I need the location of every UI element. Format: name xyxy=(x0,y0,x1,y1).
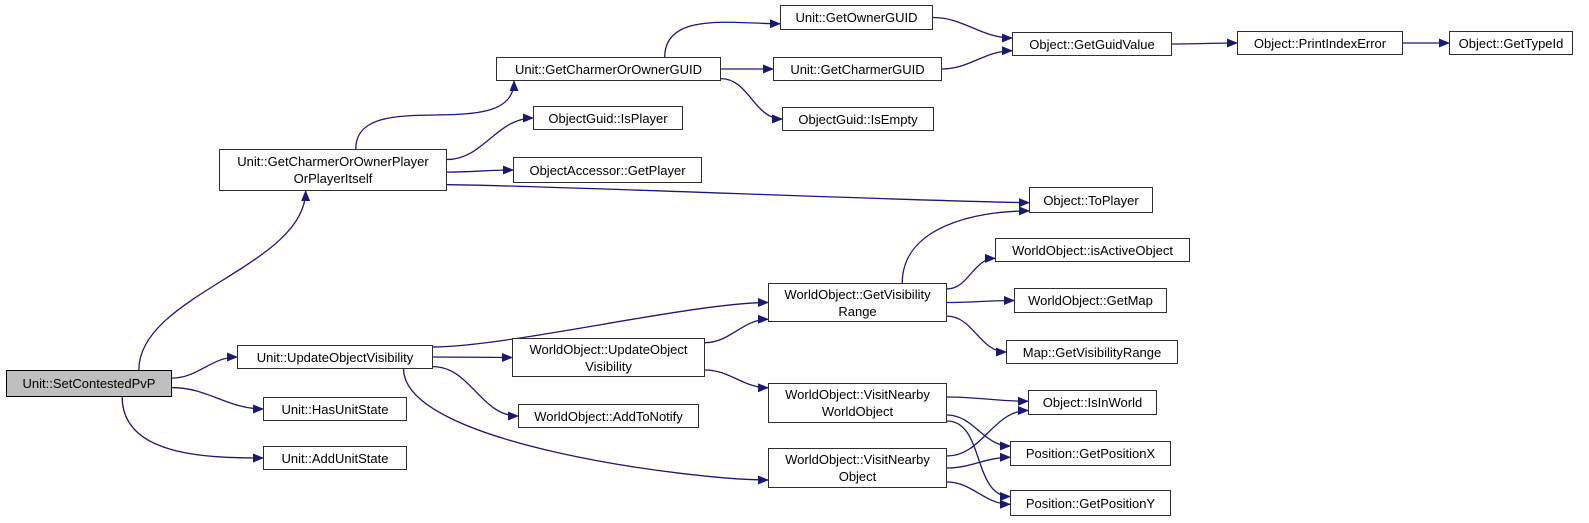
edge-get-visibility-range-to-to-player xyxy=(901,206,1030,284)
node-add-unit-state[interactable]: Unit::AddUnitState xyxy=(263,446,407,470)
node-label: Unit::UpdateObjectVisibility xyxy=(256,349,414,365)
node-label: Unit::HasUnitState xyxy=(281,401,389,417)
edge-wo-update-object-visibility-to-visit-nearby-world-object xyxy=(704,369,769,393)
node-label: Unit::GetCharmerOrOwnerGUID xyxy=(514,61,703,77)
edge-get-charmer-or-owner-guid-to-objectguid-is-empty xyxy=(720,77,783,124)
node-label: Object::GetGuidValue xyxy=(1029,36,1155,52)
node-label: WorldObject::UpdateObject xyxy=(529,341,688,357)
node-label: ObjectGuid::IsPlayer xyxy=(548,110,668,126)
node-map-get-visibility-range[interactable]: Map::GetVisibilityRange xyxy=(1006,340,1178,364)
node-add-to-notify[interactable]: WorldObject::AddToNotify xyxy=(518,404,699,428)
node-get-charmer-guid[interactable]: Unit::GetCharmerGUID xyxy=(773,57,942,81)
node-label: Map::GetVisibilityRange xyxy=(1022,344,1162,360)
edge-unit-update-object-visibility-to-get-visibility-range xyxy=(432,298,769,348)
node-label: WorldObject::AddToNotify xyxy=(534,408,683,424)
node-label: WorldObject xyxy=(821,404,894,419)
edge-get-charmer-or-owner-player-to-to-player xyxy=(446,184,1030,208)
node-label: Object::ToPlayer xyxy=(1043,192,1139,208)
node-get-guid-value[interactable]: Object::GetGuidValue xyxy=(1012,32,1172,56)
node-label: WorldObject::VisitNearby xyxy=(785,387,930,402)
node-is-in-world[interactable]: Object::IsInWorld xyxy=(1028,390,1157,415)
node-label: WorldObject::GetVisibility xyxy=(784,286,931,302)
edge-get-charmer-or-owner-player-to-object-accessor-get-player xyxy=(446,165,514,175)
node-label: Visibility xyxy=(585,358,632,374)
node-get-position-y[interactable]: Position::GetPositionY xyxy=(1010,490,1171,516)
edge-get-owner-guid-to-get-guid-value xyxy=(932,16,1013,43)
node-label: Unit::AddUnitState xyxy=(281,450,389,466)
node-wo-get-map[interactable]: WorldObject::GetMap xyxy=(1014,288,1167,313)
node-is-active-object[interactable]: WorldObject::isActiveObject xyxy=(995,238,1190,262)
node-label: WorldObject::isActiveObject xyxy=(1012,242,1173,258)
node-get-owner-guid[interactable]: Unit::GetOwnerGUID xyxy=(780,5,933,30)
edge-visit-nearby-object-to-is-in-world xyxy=(946,406,1029,457)
node-label: Object::GetTypeId xyxy=(1458,35,1564,51)
edge-get-visibility-range-to-map-get-visibility-range xyxy=(946,315,1007,357)
node-get-charmer-or-owner-guid[interactable]: Unit::GetCharmerOrOwnerGUID xyxy=(496,57,721,81)
node-label: Unit::GetCharmerOrOwnerPlayer xyxy=(237,154,429,169)
node-has-unit-state[interactable]: Unit::HasUnitState xyxy=(263,397,407,421)
node-objectguid-is-empty[interactable]: ObjectGuid::IsEmpty xyxy=(782,107,934,131)
node-unit-update-object-visibility[interactable]: Unit::UpdateObjectVisibility xyxy=(237,345,433,369)
edge-get-visibility-range-to-wo-get-map xyxy=(946,296,1015,306)
edge-set-contested-pvp-to-unit-update-object-visibility xyxy=(171,352,238,379)
edge-visit-nearby-world-object-to-is-in-world xyxy=(946,396,1029,406)
node-label: ObjectGuid::IsEmpty xyxy=(798,111,918,127)
node-label: ObjectAccessor::GetPlayer xyxy=(529,162,686,178)
node-label: Object xyxy=(838,469,877,484)
node-label: Object::IsInWorld xyxy=(1042,395,1143,410)
edge-set-contested-pvp-to-get-charmer-or-owner-player xyxy=(138,190,311,371)
edge-visit-nearby-object-to-get-position-y xyxy=(946,481,1011,509)
node-label: OrPlayerItself xyxy=(293,171,373,186)
node-print-index-error[interactable]: Object::PrintIndexError xyxy=(1237,31,1403,55)
edge-get-charmer-or-owner-guid-to-get-owner-guid xyxy=(664,19,781,58)
edge-get-guid-value-to-print-index-error xyxy=(1171,38,1238,48)
edge-get-charmer-guid-to-get-guid-value xyxy=(941,46,1013,70)
node-label: Position::GetPositionX xyxy=(1025,446,1156,461)
edge-unit-update-object-visibility-to-visit-nearby-object xyxy=(402,368,769,485)
node-label: Unit::SetContestedPvP xyxy=(22,376,156,391)
edge-set-contested-pvp-to-has-unit-state xyxy=(171,386,264,414)
node-label: Range xyxy=(838,303,877,319)
node-object-accessor-get-player[interactable]: ObjectAccessor::GetPlayer xyxy=(513,157,702,183)
edge-unit-update-object-visibility-to-wo-update-object-visibility xyxy=(432,352,513,362)
node-label: WorldObject::VisitNearby xyxy=(785,452,930,467)
node-to-player[interactable]: Object::ToPlayer xyxy=(1029,187,1153,213)
node-get-position-x[interactable]: Position::GetPositionX xyxy=(1010,441,1171,466)
node-label: Object::PrintIndexError xyxy=(1253,35,1387,51)
edge-get-visibility-range-to-is-active-object xyxy=(946,253,996,290)
edge-get-charmer-or-owner-player-to-get-charmer-or-owner-guid xyxy=(355,80,519,150)
node-label: Unit::GetOwnerGUID xyxy=(795,10,918,25)
node-objectguid-is-player[interactable]: ObjectGuid::IsPlayer xyxy=(533,106,683,130)
edge-get-charmer-or-owner-player-to-objectguid-is-player xyxy=(446,113,534,161)
node-label: WorldObject::GetMap xyxy=(1028,293,1153,308)
edge-visit-nearby-object-to-get-position-x xyxy=(946,452,1011,469)
edge-unit-update-object-visibility-to-add-to-notify xyxy=(432,365,519,421)
node-label: Position::GetPositionY xyxy=(1025,495,1156,511)
edge-visit-nearby-world-object-to-get-position-y xyxy=(946,420,1011,501)
edge-visit-nearby-world-object-to-get-position-x xyxy=(946,414,1011,451)
edge-wo-update-object-visibility-to-get-visibility-range xyxy=(704,314,769,344)
edge-set-contested-pvp-to-add-unit-state xyxy=(121,396,264,463)
node-set-contested-pvp: Unit::SetContestedPvP xyxy=(6,370,172,397)
node-label: Unit::GetCharmerGUID xyxy=(790,61,925,77)
node-get-type-id[interactable]: Object::GetTypeId xyxy=(1449,31,1573,55)
